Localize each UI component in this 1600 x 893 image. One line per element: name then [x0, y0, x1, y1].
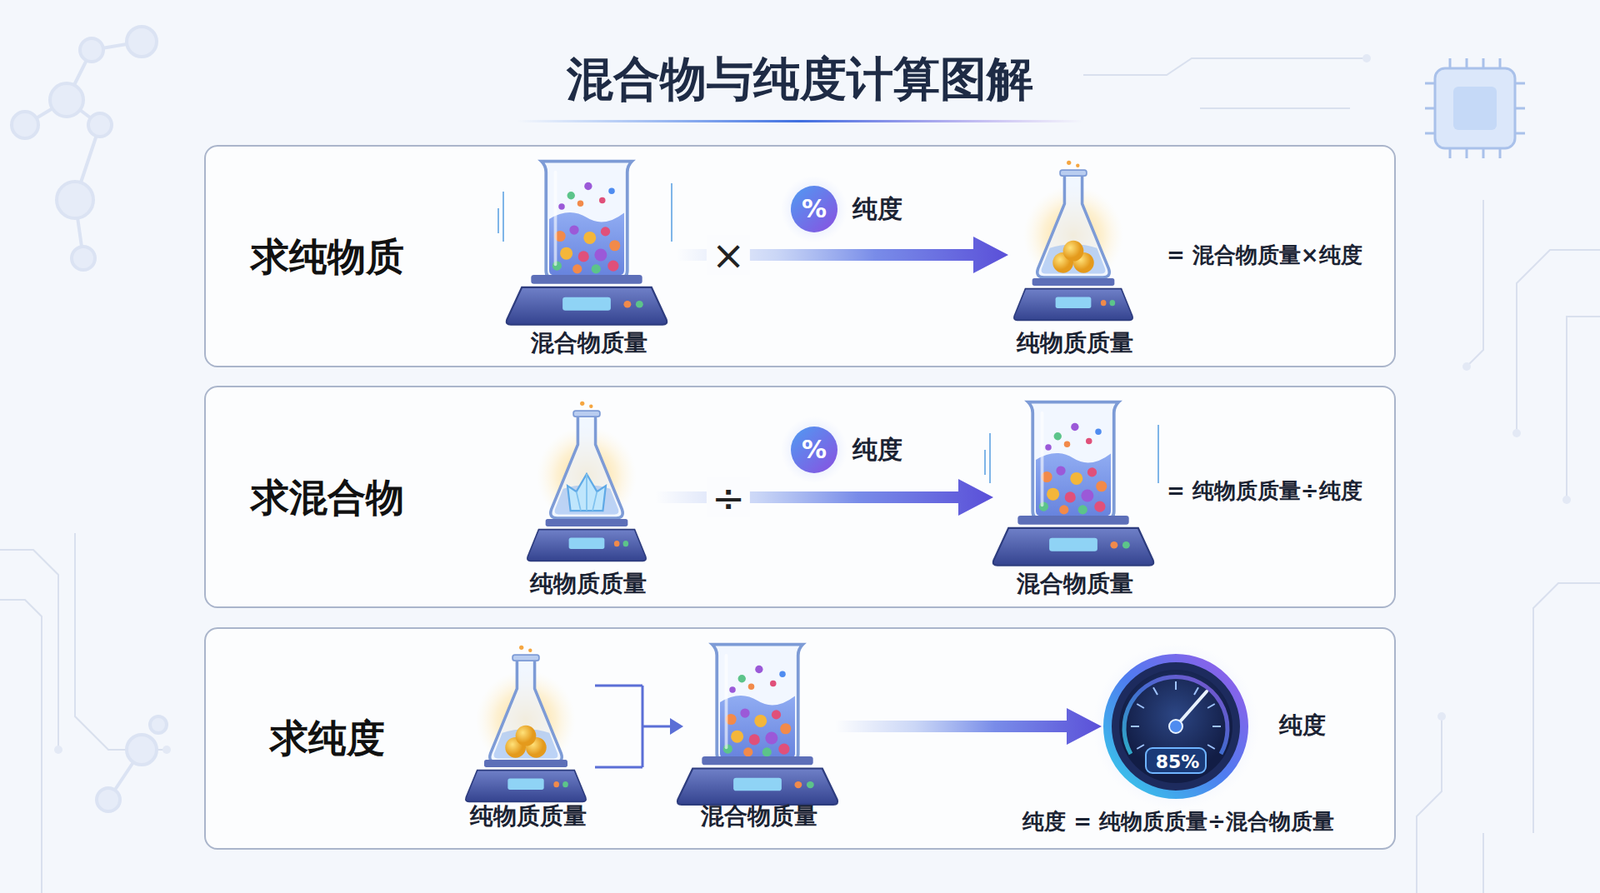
percent-badge: % [801, 435, 827, 465]
vessel-label: 纯物质质量 [470, 803, 587, 830]
flow-arrow [835, 708, 1102, 745]
vessel-label: 混合物质量 [530, 330, 648, 357]
vessel-label: 混合物质量 [1016, 570, 1134, 598]
gauge-label: 纯度 [1279, 712, 1326, 740]
bracket-line [595, 685, 672, 768]
balance-vessel: 混合物质量 [683, 643, 835, 835]
panel-heading: 求纯物质 [250, 235, 405, 280]
vessel-label: 纯物质质量 [1016, 330, 1134, 357]
formula-text: = 纯物质质量÷纯度 [1166, 479, 1363, 505]
vessel-label: 纯物质质量 [530, 570, 647, 598]
flow-arrow [595, 685, 684, 768]
operator-symbol: × [706, 235, 750, 275]
gauge-value: 85% [1155, 751, 1200, 773]
formula-text: = 混合物质量×纯度 [1166, 243, 1363, 269]
diagram-title: 混合物与纯度计算图解 [566, 52, 1034, 106]
balance-vessel: 混合物质量 [993, 397, 1157, 603]
formula-text: 纯度 = 纯物质质量÷混合物质量 [1022, 810, 1335, 835]
balance-vessel: 混合物质量 [501, 156, 677, 362]
purity-gauge: 85%纯度 [1101, 651, 1254, 805]
edge-label: 纯度 [852, 195, 903, 225]
arrow-shape [835, 708, 1102, 745]
percent-badge: % [801, 195, 827, 225]
operator-symbol: ÷ [706, 477, 750, 518]
flow-arrow [655, 479, 994, 516]
arrow-head [670, 718, 684, 735]
balance-vessel: 纯物质质量 [521, 409, 655, 603]
balance-vessel: 纯物质质量 [1008, 168, 1142, 362]
arrow-shape [655, 479, 994, 516]
panel-heading: 求混合物 [250, 475, 405, 520]
panel-heading: 求纯度 [270, 716, 385, 761]
balance-vessel: 纯物质质量 [461, 648, 595, 835]
vessel-label: 混合物质量 [700, 803, 818, 830]
edge-label: 纯度 [852, 435, 903, 465]
